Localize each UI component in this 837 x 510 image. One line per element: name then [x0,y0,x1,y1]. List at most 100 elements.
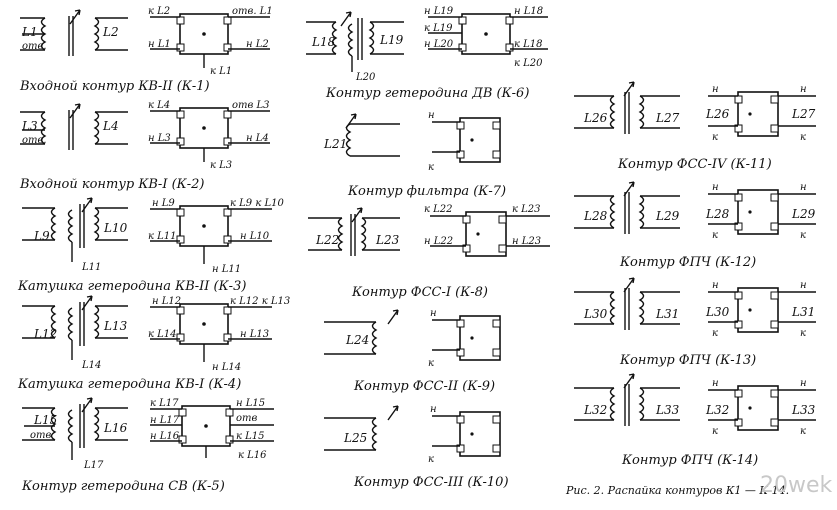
coil-label: L28 [583,209,608,223]
pin-tl2: к L19 [424,23,453,34]
block-caption: Контур ФПЧ (К-14) [621,453,758,468]
pin-tr: к L9 к L10 [230,198,284,209]
coil-label: L10 [103,221,128,235]
pin-bl: к [428,358,434,369]
pin-tr: отв [236,413,258,424]
coil-label: L23 [375,233,400,247]
pin-bl: н L22 [424,236,453,247]
block-k13: L30 L31 н н к к L30 L31 Контур ФПЧ (К-13… [574,277,816,368]
box-label: L33 [791,403,816,417]
coil-label: L22 [315,233,339,247]
coil-label: L18 [311,35,336,49]
pin-br: к L15 [236,431,265,442]
coil-label: L29 [655,209,680,223]
pin-br: н L4 [246,133,269,144]
box-label: L28 [705,207,730,221]
block-caption: Контур ФСС-III (К-10) [353,475,509,490]
block-caption: Входной контур КВ-I (К-2) [19,177,204,192]
pin-bl: н L1 [148,39,171,50]
coil-label: L26 [583,111,608,125]
block-k12: L28 L29 н н к к L28 L29 Контур ФПЧ (К-12… [574,181,816,270]
block-k6: L18 L19 L20 н L19 н L18 к L19 н L20 к L1… [306,6,548,101]
pin-tr: н [800,84,807,95]
block-k11: L26 L27 н н к к L26 L27 Контур ФСС-IV (К… [574,81,816,172]
pin-bot: к L20 [514,58,543,69]
box-label: L32 [705,403,729,417]
pin-tl: н [430,404,437,415]
coil-label: L20 [355,72,376,83]
coil-label: L24 [345,333,369,347]
coil-label: L11 [81,262,101,273]
pin-bl: н L3 [148,133,171,144]
block-k3: L9 L10 L11 н L9 к L9 к L10 к L11 н L10 н… [17,197,284,294]
block-caption: Контур ФСС-I (К-8) [351,285,488,300]
coil-label: L31 [655,307,679,321]
coil-label: L32 [583,403,607,417]
box-label: L31 [791,305,815,319]
pin-br: н L13 [240,329,269,340]
coil-label: L27 [655,111,680,125]
pin-bl: н L16 [150,431,180,442]
pin-tl2: н L17 [150,415,180,426]
pin-bot: к L3 [210,160,232,171]
coil-label: L30 [583,307,608,321]
tap-label: отв [30,430,52,441]
pin-br: к [800,328,806,339]
block-k5: L15 L16 L17 отв к L17 отв н L17 н L15 н … [21,397,274,494]
coil-label: L4 [102,119,119,133]
block-k7: L21 н к Контур фильтра (К-7) [323,110,506,199]
pin-br: н L23 [512,236,541,247]
coil-label: L15 [33,413,57,427]
block-k1: L1 L2 отв. к L2 отв. L1 н L1 н L2 к L1 В… [19,6,273,94]
block-caption: Контур ФПЧ (К-12) [619,255,756,270]
block-k10: L25 н к Контур ФСС-III (К-10) [324,404,509,490]
coil-label: L13 [103,319,128,333]
pin-bot: к L16 [238,450,267,461]
box-label: L27 [791,107,816,121]
pin-tl: к L17 [150,398,179,409]
pin-br: к L18 [514,39,543,50]
pin-tl: н [430,308,437,319]
block-caption: Входной контур КВ-II (К-1) [19,79,210,94]
box-label: L30 [705,305,730,319]
block-caption: Катушка гетеродина КВ-II (К-3) [17,279,246,294]
coil-label: L2 [102,25,119,39]
pin-br: н L10 [240,231,270,242]
box-label: L29 [791,207,816,221]
pin-tr: н [800,280,807,291]
coil-label: L9 [33,229,50,243]
tap-label: отв. [22,41,47,52]
pin-tr: н L18 [514,6,543,17]
figure-caption: Рис. 2. Распайка контуров К1 — К-14. [565,484,789,497]
pin-br: к [800,230,806,241]
pin-tl: н L12 [152,296,181,307]
block-caption: Контур ФСС-IV (К-11) [617,157,772,172]
block-k14: L32 L33 н н к к L32 L33 Контур ФПЧ (К-14… [574,373,816,468]
pin-tr: н [800,182,807,193]
pin-bl: к [712,230,718,241]
pin-tl: н L19 [424,6,454,17]
block-caption: Контур гетеродина СВ (К-5) [21,479,225,494]
block-caption: Контур ФПЧ (К-13) [619,353,756,368]
pin-bl: к L14 [148,329,177,340]
pin-tl: н [712,378,719,389]
pin-tr: н [800,378,807,389]
tap-label: отв. [22,135,47,146]
pin-tr: к L23 [512,204,541,215]
block-k2: L3 L4 отв. к L4 отв L3 н L3 н L4 к L3 Вх… [19,100,270,192]
coil-label: L16 [103,421,128,435]
block-k4: L12 L13 L14 н L12 к L12 к L13 к L14 н L1… [17,295,290,392]
pin-bot: к L1 [210,66,232,77]
pin-tr: к L12 к L13 [230,296,290,307]
pin-bl: к [712,328,718,339]
pin-br: к [800,426,806,437]
block-caption: Контур фильтра (К-7) [347,184,506,199]
coil-label: L19 [379,33,404,47]
pin-bl: к [428,162,434,173]
pin-tr: отв L3 [232,100,270,111]
pin-bl: к [712,132,718,143]
block-k9: L24 н к Контур ФСС-II (К-9) [324,308,501,394]
pin-bl: н L20 [424,39,454,50]
pin-tl: н [712,84,719,95]
